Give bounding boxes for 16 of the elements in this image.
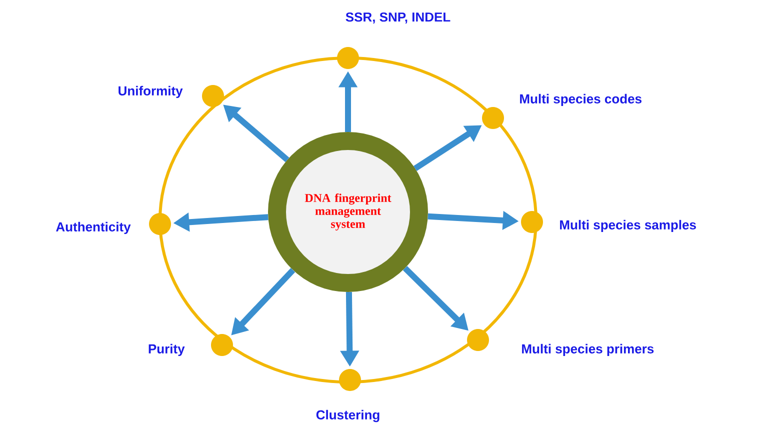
dot-label: Multi species samples [560, 220, 696, 232]
dot-label: Authenticity [56, 222, 131, 234]
dot-label: Uniformity [118, 86, 183, 98]
dot [482, 107, 504, 129]
dot [521, 211, 543, 233]
dot-label: SSR, SNP, INDEL [346, 12, 450, 24]
dot [211, 334, 233, 356]
dot [202, 85, 224, 107]
dot-label: Purity [148, 344, 185, 356]
dot [337, 47, 359, 69]
dot [467, 329, 489, 351]
dot [339, 369, 361, 391]
dot-label: Multi species codes [520, 94, 642, 106]
dot-label: Multi species primers [522, 344, 654, 356]
dot-label: Clustering [316, 410, 380, 422]
dot [149, 213, 171, 235]
